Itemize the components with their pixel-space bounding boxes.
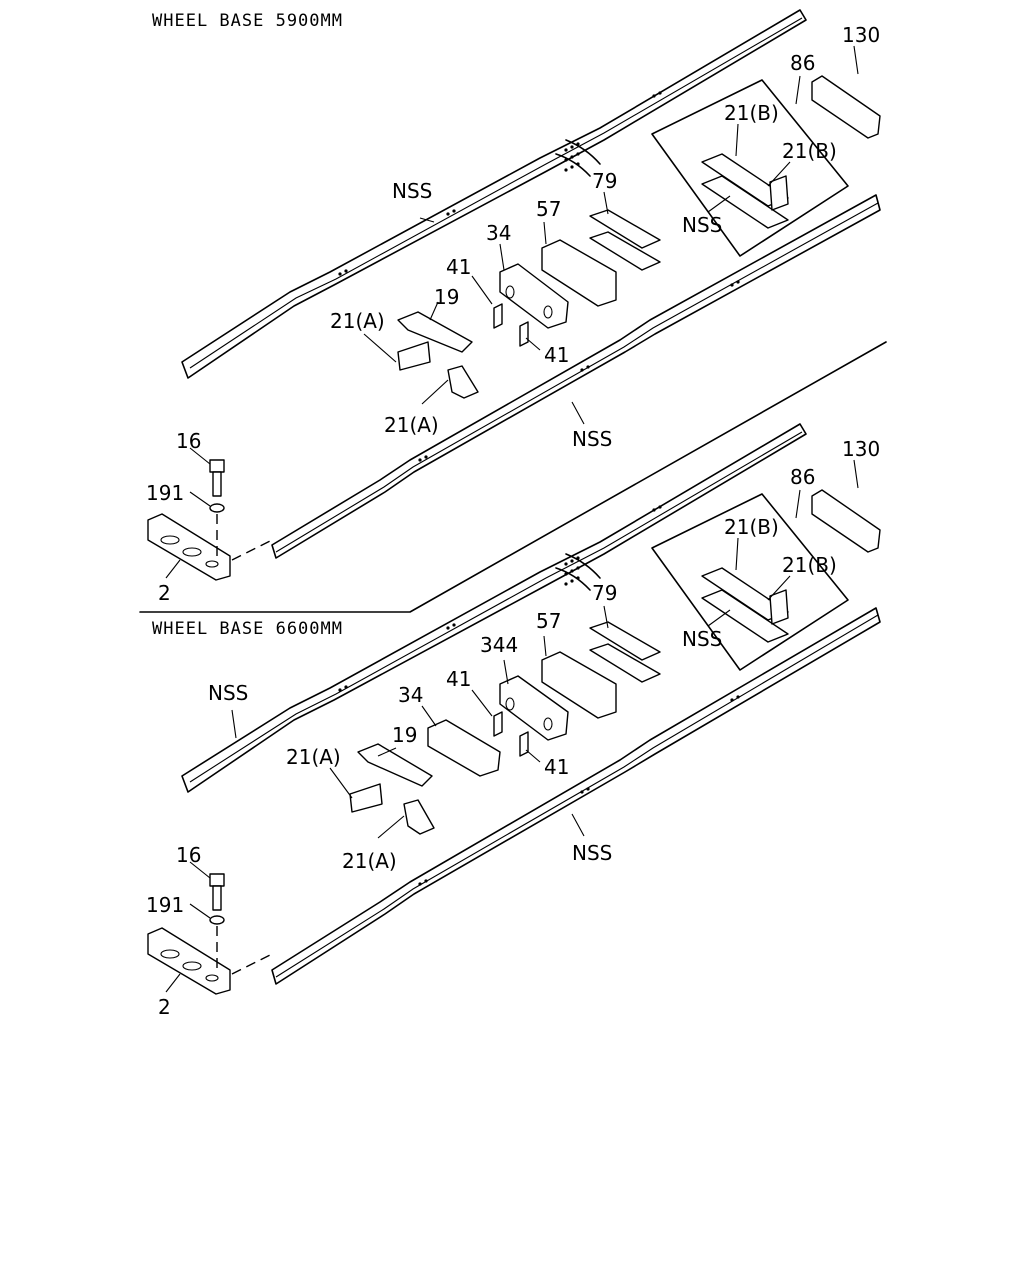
assembly-86-box [651, 79, 849, 257]
leader-lines-5900 [165, 45, 859, 579]
crossmember-21b-lower [701, 175, 789, 229]
callout-21b-1: 21(B) [724, 101, 779, 125]
crossmember-19 [357, 743, 433, 787]
crossmember-21b-lower [701, 589, 789, 643]
right-side-rail [271, 194, 881, 559]
callout-41-a: 41 [446, 667, 471, 691]
callout-21a-1: 21(A) [286, 745, 341, 769]
callout-86: 86 [790, 51, 815, 75]
gusset-79-bottom [589, 231, 661, 271]
callout-19: 19 [392, 723, 417, 747]
front-crossmember-bracket [147, 927, 231, 995]
bolt-16 [209, 459, 225, 497]
crossmember-19 [397, 311, 473, 353]
section-title: WHEEL BASE 6600MM [152, 619, 343, 639]
clip-41-upper [493, 711, 503, 737]
callout-41-b: 41 [544, 755, 569, 779]
callout-191: 191 [146, 893, 184, 917]
callout-130: 130 [842, 23, 880, 47]
callout-nss-left: NSS [208, 681, 248, 705]
callout-34: 34 [398, 683, 423, 707]
bolt-16 [209, 873, 225, 911]
gusset-79-top [589, 209, 661, 249]
callout-16: 16 [176, 429, 201, 453]
crossmember-34 [427, 719, 501, 777]
callout-21a-2: 21(A) [342, 849, 397, 873]
clip-41-lower [519, 321, 529, 347]
assembly-86-box [651, 493, 849, 671]
bracket-21a-lower [403, 799, 435, 835]
callout-130: 130 [842, 437, 880, 461]
section-wheel-base-5900: WHEEL BASE 5900MM [139, 9, 887, 613]
section-wheel-base-6600: WHEEL BASE 6600MM [146, 423, 881, 1019]
callout-2: 2 [158, 995, 171, 1019]
callout-57: 57 [536, 609, 561, 633]
callout-21b-2: 21(B) [782, 553, 837, 577]
bracket-130 [811, 489, 881, 553]
callout-nss-right: NSS [572, 841, 612, 865]
callout-79: 79 [592, 581, 617, 605]
gusset-79-top [589, 621, 661, 661]
leader-lines-6600 [165, 459, 859, 993]
bracket-21a-upper [349, 783, 383, 813]
callout-34: 34 [486, 221, 511, 245]
callout-19: 19 [434, 285, 459, 309]
bracket-130 [811, 75, 881, 139]
crossmember-344 [499, 675, 569, 741]
callout-41-b: 41 [544, 343, 569, 367]
callout-344: 344 [480, 633, 518, 657]
callout-2: 2 [158, 581, 171, 605]
bracket-21a-lower [447, 365, 479, 399]
crossmember-57 [541, 651, 617, 719]
clip-41-upper [493, 303, 503, 329]
callout-nss-right: NSS [572, 427, 612, 451]
crossmember-57 [541, 239, 617, 307]
callout-41-a: 41 [446, 255, 471, 279]
right-side-rail [271, 607, 881, 985]
callout-16: 16 [176, 843, 201, 867]
bracket-21a-upper [397, 341, 431, 371]
section-title: WHEEL BASE 5900MM [152, 11, 343, 31]
gusset-79-bottom [589, 643, 661, 683]
clip-41-lower [519, 731, 529, 757]
callout-21a-2: 21(A) [384, 413, 439, 437]
callout-191: 191 [146, 481, 184, 505]
callout-21a-1: 21(A) [330, 309, 385, 333]
callout-21b-1: 21(B) [724, 515, 779, 539]
washer-191 [209, 915, 225, 925]
callout-86: 86 [790, 465, 815, 489]
callout-nss-left: NSS [392, 179, 432, 203]
crossmember-34 [499, 263, 569, 329]
callout-57: 57 [536, 197, 561, 221]
section-divider-line [139, 341, 887, 613]
callout-nss-box: NSS [682, 627, 722, 651]
washer-191 [209, 503, 225, 513]
left-side-rail [181, 423, 807, 793]
callout-79: 79 [592, 169, 617, 193]
front-crossmember-bracket [147, 513, 231, 581]
left-side-rail [181, 9, 807, 379]
callout-21b-2: 21(B) [782, 139, 837, 163]
callout-nss-box: NSS [682, 213, 722, 237]
